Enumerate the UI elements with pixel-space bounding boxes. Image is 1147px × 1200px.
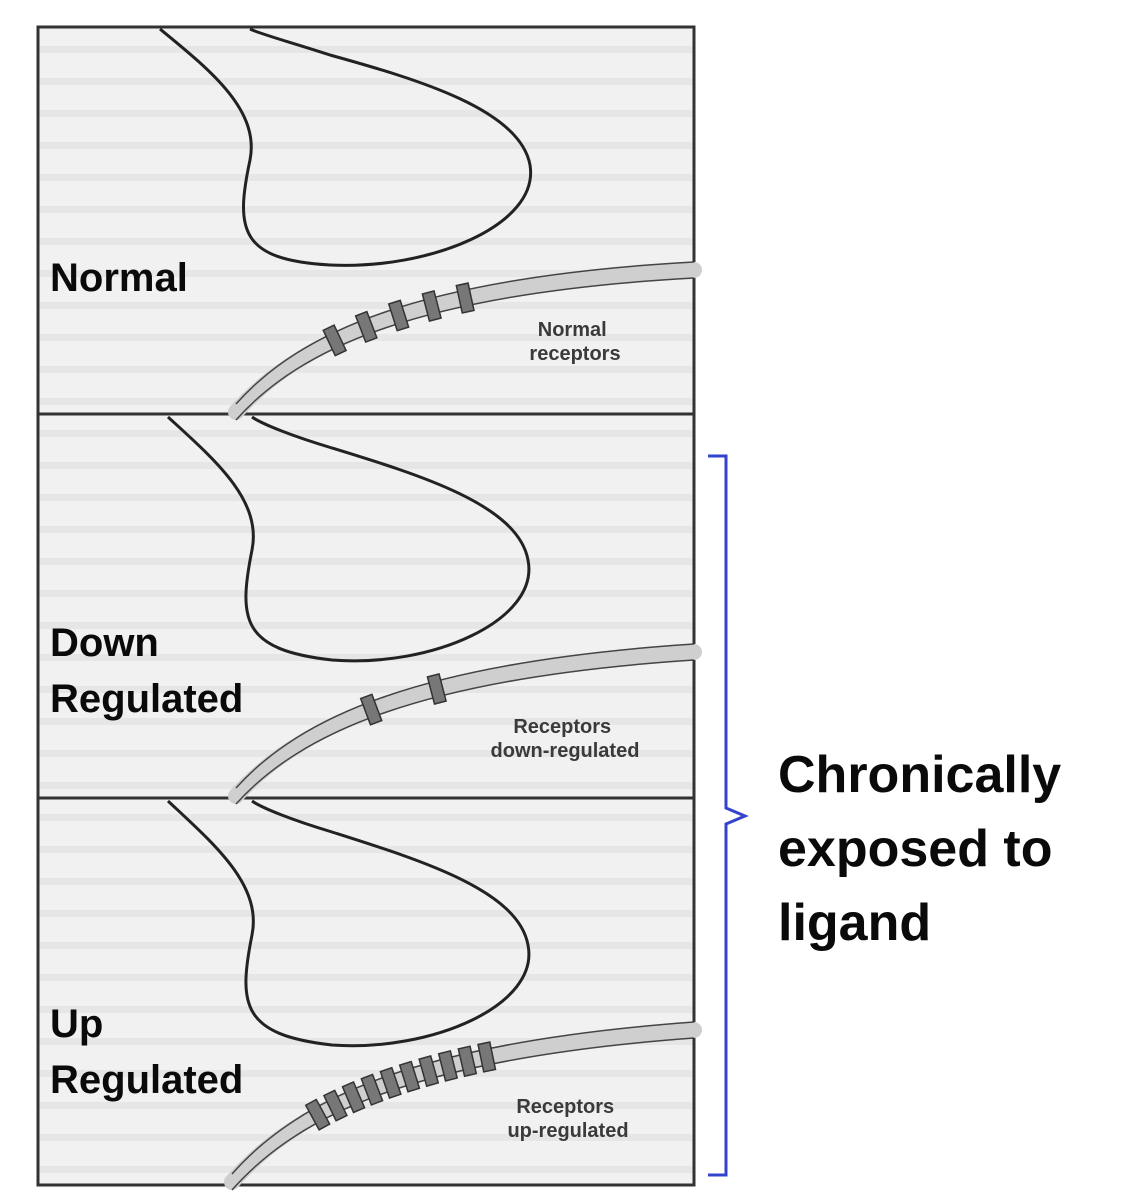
membrane-edge — [235, 643, 695, 789]
receptor — [322, 1089, 348, 1122]
receptor-caption-line: Normal — [538, 319, 607, 341]
receptor-caption-line: down-regulated — [491, 740, 640, 762]
side-note-line: Chronically — [778, 746, 1061, 804]
receptor — [455, 282, 475, 314]
receptor — [437, 1049, 459, 1082]
nerve-terminal-shape — [166, 799, 531, 1048]
side-note-line: exposed to — [778, 820, 1053, 878]
receptor-group — [359, 673, 448, 726]
receptor-group — [322, 282, 475, 357]
receptor — [387, 299, 410, 332]
receptor — [457, 1045, 478, 1078]
panel-label: Normal — [50, 256, 188, 300]
receptor — [477, 1041, 497, 1073]
panel-up-regulated: Up Regulated Receptors up-regulated — [50, 799, 702, 1191]
panel-label-line: Regulated — [50, 1058, 243, 1102]
receptor-caption: Receptors up-regulated — [507, 1096, 628, 1142]
receptor — [379, 1066, 402, 1100]
receptor — [421, 290, 442, 322]
side-note: Chronically exposed to ligand — [778, 746, 1076, 952]
receptor-caption-line: Receptors — [513, 716, 611, 738]
receptor-caption: Receptors down-regulated — [491, 716, 640, 762]
receptor — [426, 673, 448, 705]
receptor-caption-line: receptors — [529, 343, 620, 365]
panel-label: Down Regulated — [50, 621, 243, 721]
receptor — [360, 1073, 384, 1106]
receptor-caption-line: Receptors — [516, 1096, 614, 1118]
receptor — [322, 324, 348, 357]
nerve-terminal-shape — [159, 27, 533, 267]
membrane-edge — [235, 277, 695, 421]
bracket-icon — [708, 454, 749, 1177]
receptor — [304, 1098, 331, 1131]
cell-membrane — [228, 644, 702, 804]
nerve-terminal-shape — [166, 415, 531, 663]
panel-label: Up Regulated — [50, 1002, 243, 1102]
membrane-edge — [235, 261, 695, 405]
cell-membrane — [228, 262, 702, 420]
panel-label-line: Normal — [50, 256, 188, 300]
receptor — [398, 1060, 421, 1093]
receptor — [418, 1055, 440, 1088]
receptor-group — [304, 1041, 497, 1131]
panel-normal: Normal Normal receptors — [50, 27, 702, 421]
panel-label-line: Up — [50, 1002, 103, 1046]
panel-down-regulated: Down Regulated Receptors down-regulated — [50, 415, 702, 805]
receptor-caption: Normal receptors — [529, 319, 620, 365]
panel-label-line: Regulated — [50, 677, 243, 721]
figure-frame — [36, 25, 696, 1187]
receptor-caption-line: up-regulated — [507, 1120, 628, 1142]
membrane-edge — [231, 1037, 695, 1191]
panel-label-line: Down — [50, 621, 159, 665]
receptor — [341, 1081, 366, 1114]
side-note-line: ligand — [778, 894, 931, 952]
receptor — [359, 693, 383, 726]
membrane-edge — [235, 659, 695, 805]
receptor — [354, 310, 378, 344]
